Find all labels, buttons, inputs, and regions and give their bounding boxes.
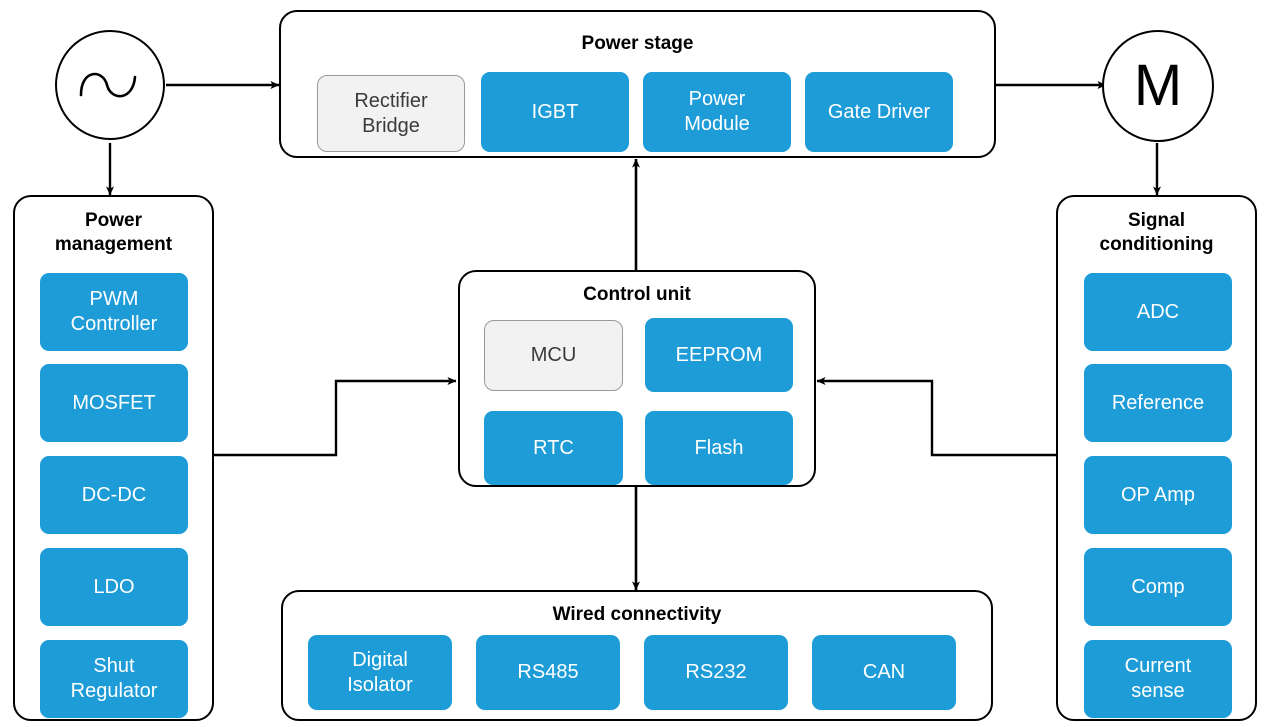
motor-label: M	[1133, 53, 1183, 118]
block-igbt[interactable]: IGBT	[481, 72, 629, 152]
block-shut-regulator[interactable]: Shut Regulator	[40, 640, 188, 718]
group-power-management[interactable]: Power management PWM Controller MOSFET D…	[13, 195, 214, 721]
block-current-sense[interactable]: Current sense	[1084, 640, 1232, 718]
block-ldo[interactable]: LDO	[40, 548, 188, 626]
wire-power-management-to-control-unit	[214, 377, 457, 457]
block-reference[interactable]: Reference	[1084, 364, 1232, 442]
block-rs485[interactable]: RS485	[476, 635, 620, 710]
block-rectifier-bridge[interactable]: Rectifier Bridge	[317, 75, 465, 152]
sine-wave-icon	[79, 72, 137, 98]
wired-connectivity-title: Wired connectivity	[552, 604, 722, 625]
block-eeprom[interactable]: EEPROM	[645, 318, 793, 392]
block-rs232[interactable]: RS232	[644, 635, 788, 710]
group-signal-conditioning[interactable]: Signal conditioning ADC Reference OP Amp…	[1056, 195, 1257, 721]
power-stage-title: Power stage	[581, 33, 694, 54]
motor-symbol: M	[1102, 30, 1214, 142]
block-can[interactable]: CAN	[812, 635, 956, 710]
block-power-module[interactable]: Power Module	[643, 72, 791, 152]
block-flash[interactable]: Flash	[645, 411, 793, 485]
block-op-amp[interactable]: OP Amp	[1084, 456, 1232, 534]
block-comp[interactable]: Comp	[1084, 548, 1232, 626]
signal-conditioning-title: Signal conditioning	[1099, 210, 1214, 255]
control-unit-title: Control unit	[583, 284, 691, 305]
block-pwm-controller[interactable]: PWM Controller	[40, 273, 188, 351]
power-management-title: Power management	[54, 210, 173, 255]
block-gate-driver[interactable]: Gate Driver	[805, 72, 953, 152]
block-mosfet[interactable]: MOSFET	[40, 364, 188, 442]
wire-signal-conditioning-to-control-unit	[816, 377, 1056, 457]
group-wired-connectivity[interactable]: Wired connectivity Digital Isolator RS48…	[281, 590, 993, 721]
block-rtc[interactable]: RTC	[484, 411, 623, 485]
group-power-stage[interactable]: Power stage Rectifier Bridge IGBT Power …	[279, 10, 996, 158]
group-control-unit[interactable]: Control unit MCU EEPROM RTC Flash	[458, 270, 816, 487]
block-digital-isolator[interactable]: Digital Isolator	[308, 635, 452, 710]
block-dc-dc[interactable]: DC-DC	[40, 456, 188, 534]
ac-source-symbol	[55, 30, 165, 140]
block-mcu[interactable]: MCU	[484, 320, 623, 391]
block-adc[interactable]: ADC	[1084, 273, 1232, 351]
